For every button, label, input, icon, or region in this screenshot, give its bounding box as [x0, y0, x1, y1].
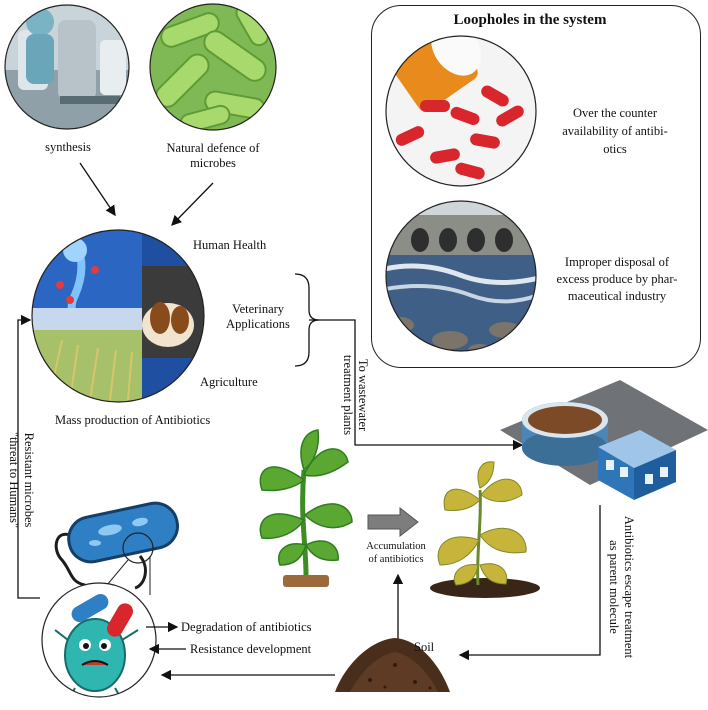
affected-plant-image	[430, 461, 540, 598]
mass-production-image	[32, 230, 204, 402]
synthesis-label: synthesis	[45, 140, 91, 154]
degradation-label: Degradation of antibiotics	[181, 620, 312, 634]
healthy-plant-image	[259, 429, 353, 587]
soil-image	[335, 638, 450, 692]
resistance-development-label: Resistance development	[190, 642, 312, 656]
resistant-bacterium-image	[42, 583, 156, 697]
otc-label: Over the counter availability of antibi-…	[562, 106, 668, 156]
loopholes-title: Loopholes in the system	[453, 12, 607, 28]
treatment-plant-image	[500, 380, 708, 500]
disposal-label: Improper disposal of excess produce by p…	[556, 255, 678, 303]
wastewater-label: To wastewater treatment plants	[341, 354, 370, 436]
accumulation-label: Accumulation of antibiotics	[366, 541, 426, 565]
microbes-image	[150, 4, 276, 130]
hub-caption: Mass production of Antibiotics	[55, 413, 211, 427]
natural-defence-label: Natural defence of microbes	[166, 141, 260, 170]
human-health-label: Human Health	[193, 238, 267, 252]
escape-label: Antibiotics escape treatment as parent m…	[607, 515, 636, 659]
accumulation-arrow	[367, 506, 419, 538]
veterinary-label: Veterinary Applications	[226, 302, 290, 331]
agriculture-label: Agriculture	[200, 375, 258, 389]
resistant-microbes-label: Resistant microbes "threat to Humans"	[7, 431, 36, 529]
loopholes-panel	[371, 5, 701, 368]
bacterium-image	[54, 501, 179, 590]
soil-label: Soil	[414, 640, 435, 654]
synthesis-image	[5, 5, 129, 129]
